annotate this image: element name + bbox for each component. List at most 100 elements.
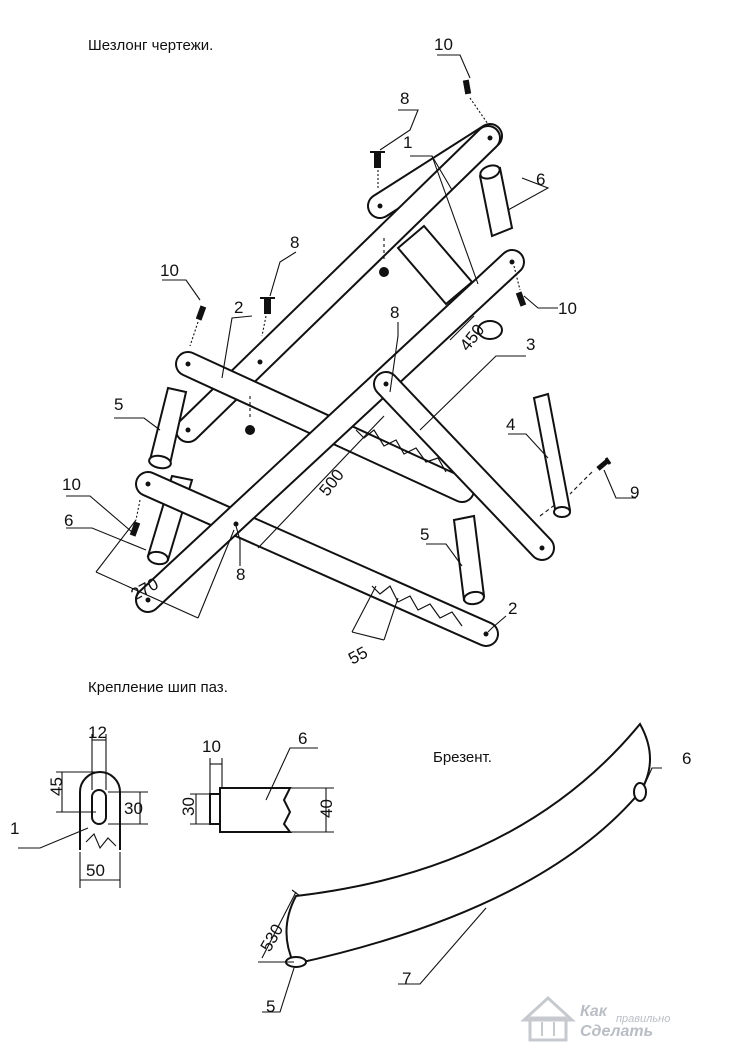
dim-line-270: [95, 571, 199, 619]
dim-line-500: [257, 415, 385, 549]
house-icon: [520, 995, 576, 1042]
frame-1-lower-fill: [137, 251, 523, 611]
hole: [145, 481, 151, 487]
label-5-lower: 5: [420, 525, 429, 544]
leader-2-lower: [487, 615, 507, 633]
joint-title: Крепление шип паз.: [88, 679, 228, 696]
watermark-word-3: Сделать: [580, 1023, 653, 1040]
leader-6-canvas: [643, 767, 662, 787]
leader-9: [603, 469, 636, 499]
label-9: 9: [630, 483, 639, 502]
axis-line: [539, 503, 557, 517]
leader-6-upper: [507, 177, 550, 211]
canvas-rod-6: [633, 782, 647, 802]
leg-2-lower-notches: [371, 585, 463, 627]
screw-icon: [189, 305, 207, 347]
assembly: [129, 79, 612, 647]
leader-6-tenon: [265, 747, 318, 801]
roller-5-lower: [452, 514, 486, 602]
leader-10-top: [437, 54, 471, 79]
crossbar-4-end: [553, 506, 571, 518]
break-line: [85, 833, 117, 850]
label-7: 7: [402, 969, 411, 988]
leader-8-mid: [389, 322, 399, 393]
label-5-left: 5: [114, 395, 123, 414]
label-6-tenon: 6: [298, 729, 307, 748]
leader-8-top: [379, 109, 419, 151]
leader-3: [419, 355, 526, 431]
label-10-lower: 10: [62, 475, 81, 494]
label-2-upper: 2: [234, 298, 243, 317]
label-6-lower: 6: [64, 511, 73, 530]
watermark-word-2: правильно: [616, 1013, 670, 1025]
hole: [383, 381, 389, 387]
hole: [185, 361, 191, 367]
dim-line-450: [449, 315, 475, 341]
watermark-word-1: Как: [580, 1003, 608, 1020]
ext-line: [95, 519, 137, 573]
hole: [257, 359, 263, 365]
roller-6-upper-end: [479, 164, 501, 180]
dim-line-530: [261, 891, 297, 959]
roller-5-left-end: [148, 454, 172, 470]
assembly-dimensions: [95, 315, 475, 641]
frame-1-hinge: [477, 320, 503, 340]
nut-icon: [379, 267, 389, 277]
slot-detail: [18, 734, 148, 888]
dim-10: 10: [202, 737, 221, 756]
canvas-title: Брезент.: [433, 749, 492, 766]
leg-3-fill: [375, 373, 553, 559]
ext-line: [197, 529, 235, 619]
label-6-canvas: 6: [682, 749, 691, 768]
dim-line-55: [351, 631, 385, 641]
leader-10-lower: [66, 495, 133, 533]
ext-line: [383, 597, 399, 641]
leg-2-upper-notches: [355, 429, 447, 473]
screw-icon: [462, 79, 489, 125]
label-5-canvas: 5: [266, 997, 275, 1016]
hole: [509, 259, 515, 265]
leaders: [66, 54, 636, 633]
dim-45: 45: [47, 777, 66, 796]
leader-5-lower: [426, 543, 463, 567]
canvas-sling: [258, 722, 662, 1013]
label-8-top: 8: [400, 89, 409, 108]
nut-icon: [245, 425, 255, 435]
hole: [185, 427, 191, 433]
label-4: 4: [506, 415, 515, 434]
hole: [145, 597, 151, 603]
label-10-right: 10: [558, 299, 577, 318]
leader-6-lower: [66, 527, 147, 551]
leader-2-upper: [221, 315, 253, 379]
leader-7: [398, 907, 487, 985]
hole: [377, 203, 383, 209]
screw-icon: [129, 499, 141, 537]
tenon-body: [219, 787, 292, 833]
label-8-left: 8: [290, 233, 299, 252]
screw-icon: [370, 151, 385, 188]
label-2-lower: 2: [508, 599, 517, 618]
label-1: 1: [403, 133, 412, 152]
dim-12: 12: [88, 723, 107, 742]
dim-30-tenon: 30: [179, 797, 198, 816]
leader-1-slot: [18, 827, 89, 849]
dim-50: 50: [86, 861, 105, 880]
label-3: 3: [526, 335, 535, 354]
tenon-detail: [190, 747, 334, 833]
leader-4: [508, 433, 549, 459]
label-10-top: 10: [434, 35, 453, 54]
hole: [233, 521, 239, 527]
roller-6-lower-end: [147, 550, 169, 566]
leader-10-left: [162, 279, 201, 301]
main-title: Шезлонг чертежи.: [88, 37, 213, 54]
hole: [483, 631, 489, 637]
ext-line: [291, 889, 301, 897]
watermark: Как правильно Сделать: [520, 995, 670, 1042]
leg-2-lower-fill: [137, 473, 497, 645]
dim-500: 500: [315, 466, 347, 500]
label-8-mid: 8: [390, 303, 399, 322]
leader-5-left: [114, 417, 161, 431]
screw-icon: [513, 265, 527, 307]
dim-30-slot: 30: [124, 799, 143, 818]
